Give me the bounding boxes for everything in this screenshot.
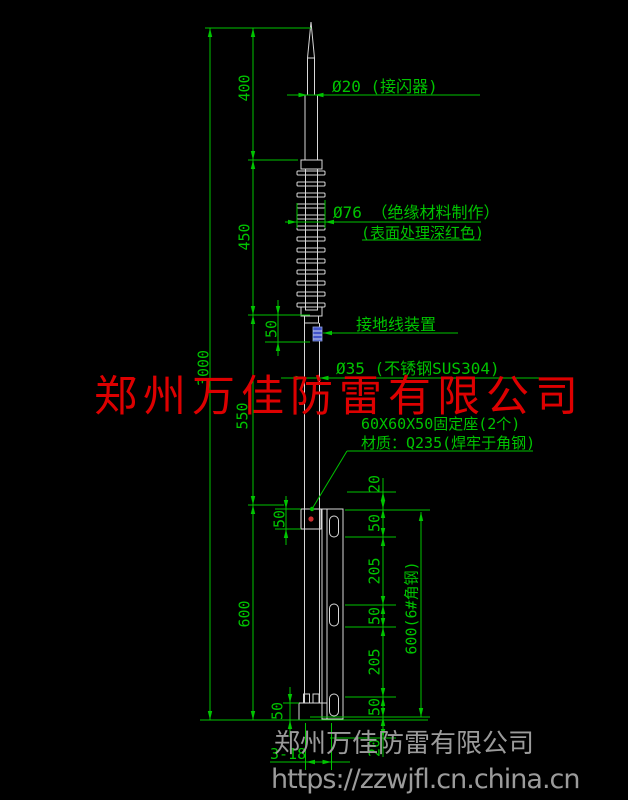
dim-left-400: 400 — [235, 74, 253, 101]
grounding-clamp — [312, 326, 323, 342]
upper-rod — [304, 94, 318, 161]
label-angle-steel: 600(6#角钢) — [402, 561, 420, 654]
footer-url: https://zzwjfl.cn.china.cn — [271, 764, 580, 795]
dim-left-600: 600 — [235, 600, 253, 627]
footer-company: 郑州万佳防雷有限公司 — [274, 729, 534, 759]
dim-overall: 3000 — [194, 350, 212, 386]
label-mount-1: 60X60X50固定座(2个) — [361, 415, 520, 433]
dim-right-50b: 50 — [365, 607, 383, 625]
pole-tube — [304, 323, 320, 703]
angle-steel-slots — [329, 515, 339, 717]
dim-left-550: 550 — [233, 402, 251, 429]
dim-grounding-50: 50 — [262, 320, 280, 338]
label-tip: Ø20 (接闪器) — [332, 77, 438, 96]
dim-mount-50: 50 — [270, 510, 288, 528]
dim-right-205a: 205 — [365, 557, 383, 584]
watermark: 郑州万佳防雷有限公司 — [94, 372, 584, 422]
dim-right-50a: 50 — [365, 514, 383, 532]
dim-left-450: 450 — [235, 223, 253, 250]
label-pole: Ø35 (不锈钢SUS304) — [336, 359, 500, 378]
label-holes: 3-18 — [270, 745, 306, 763]
dim-right-50c: 50 — [365, 698, 383, 716]
dimension-texts: 3000 400 450 550 600 50 50 50 20 50 205 … — [194, 74, 420, 757]
label-insulator-2: (表面处理深红色) — [361, 224, 484, 242]
anchor-nuts — [303, 693, 320, 704]
label-mount-2: 材质：Q235(焊牢于角钢) — [361, 434, 535, 452]
footer: 郑州万佳防雷有限公司 https://zzwjfl.cn.china.cn — [271, 729, 581, 795]
insulator-fins — [296, 170, 326, 308]
dim-right-20b: 20 — [365, 739, 383, 757]
insulator — [296, 159, 326, 324]
dim-right-20a: 20 — [365, 475, 383, 493]
leader-dot — [309, 506, 315, 512]
seat-center-dot — [308, 516, 314, 522]
label-grounding: 接地线装置 — [356, 315, 436, 334]
annotation-labels: Ø20 (接闪器) Ø76 （绝缘材料制作） (表面处理深红色) 接地线装置 Ø… — [270, 77, 535, 763]
angle-steel — [321, 508, 344, 720]
dim-base-50: 50 — [268, 702, 286, 720]
insulator-bottom-stem — [304, 315, 319, 324]
mast-structure — [296, 21, 344, 721]
label-insulator-1: Ø76 （绝缘材料制作） — [333, 203, 500, 222]
dim-right-205b: 205 — [365, 648, 383, 675]
